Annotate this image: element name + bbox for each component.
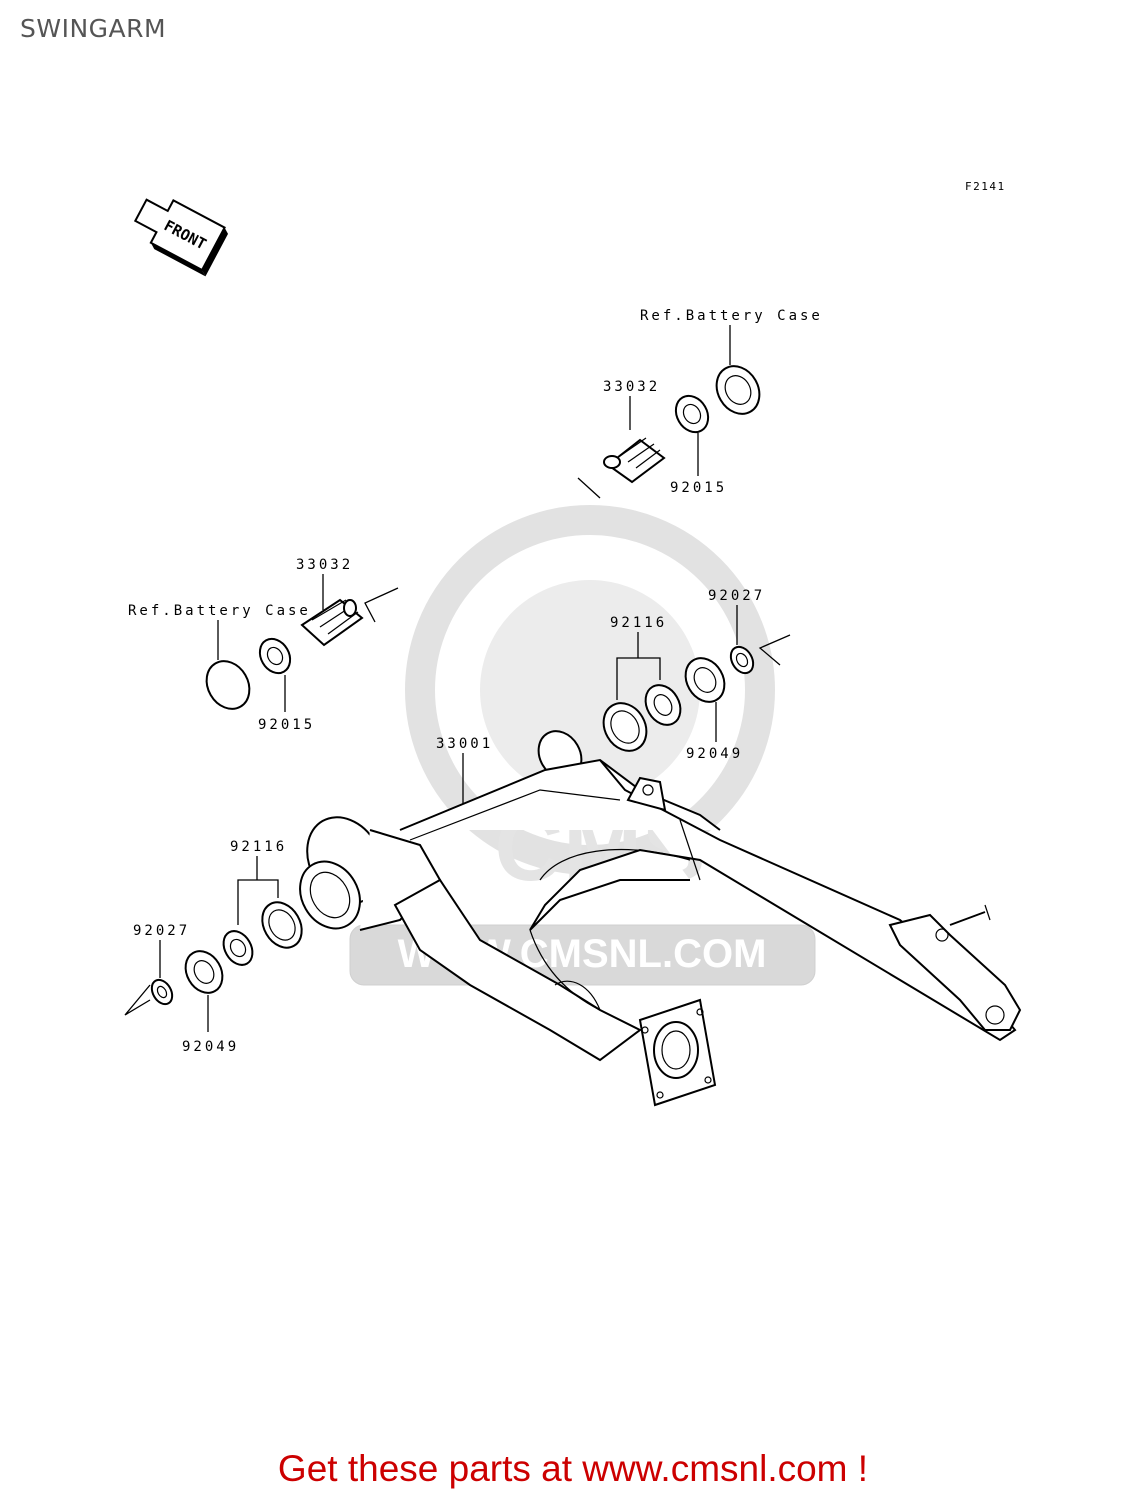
figure-code: F2141 [965,180,1006,193]
watermark-ring [405,505,775,875]
callout-92015-left: 92015 [258,717,315,733]
callout-33032-right: 33032 [603,379,660,395]
front-arrow-icon: FRONT [133,198,229,277]
battery-case-cap-left [205,660,251,710]
callout-92116-left: 92116 [230,839,287,855]
callout-92027-left: 92027 [133,923,190,939]
bearing-92116-right-cup [602,702,648,752]
callout-ref-battery-case-right: Ref.Battery Case [640,308,823,324]
bearing-92116-left-cone [222,930,254,966]
adjuster-bolt-left [300,598,364,647]
callout-92027-right: 92027 [708,588,765,604]
page-title: SWINGARM [20,14,167,43]
battery-case-ring-right [715,365,761,415]
nut-92015-right [674,394,710,434]
nut-92015-left [258,637,292,675]
callout-ref-battery-case-left: Ref.Battery Case [128,603,311,619]
watermark-mascot-head [480,580,700,800]
callout-33001: 33001 [436,736,493,752]
callout-92015-right: 92015 [670,480,727,496]
callout-92116-right: 92116 [610,615,667,631]
footer-cta-link[interactable]: Get these parts at www.cmsnl.com ! [277,1448,869,1489]
bearing-92116-right-cone [644,684,682,726]
seal-92049-left [184,950,224,994]
adjuster-bolt-right [603,437,666,484]
swingarm-33001 [299,730,1022,1107]
callout-33032-left: 33032 [296,557,353,573]
seal-92027-left [150,978,174,1006]
bearing-92116-left-cup [261,901,303,949]
callout-92049-right: 92049 [686,746,743,762]
callout-92049-left: 92049 [182,1039,239,1055]
seal-92049-right [684,657,726,703]
seal-92027-right [729,645,755,675]
